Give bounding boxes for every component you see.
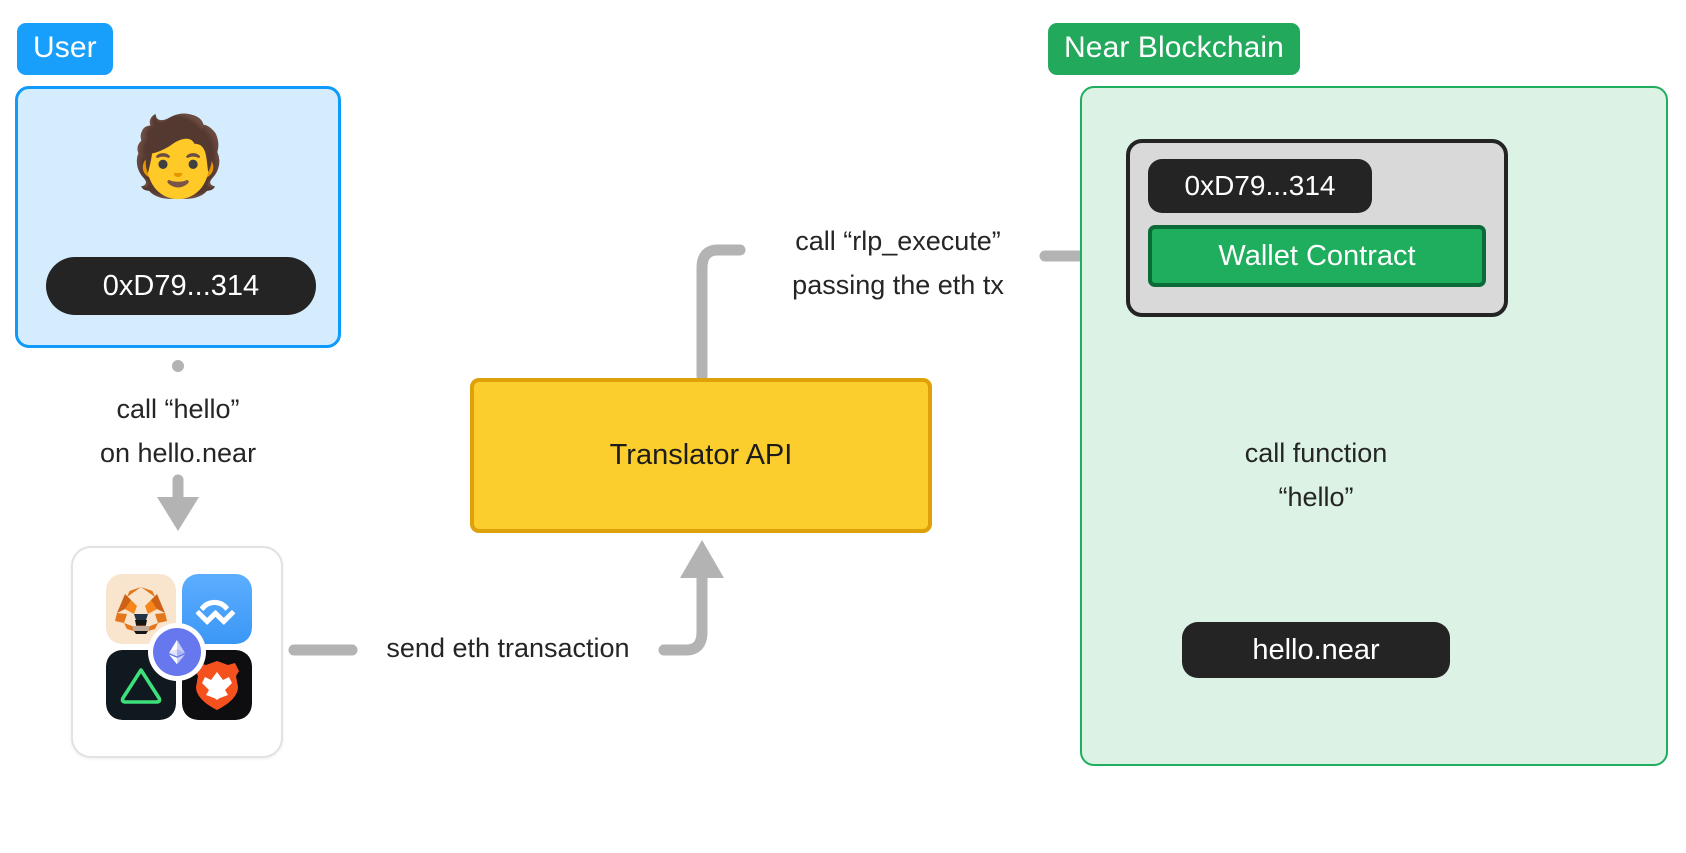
- flow-label-call-hello: call “hello” on hello.near: [100, 388, 256, 475]
- flow-label-call-function-line2: “hello”: [1278, 481, 1354, 512]
- user-group-panel: 🧑 0xD79...314: [15, 86, 341, 348]
- flow-label-rlp-execute-line1: call “rlp_execute”: [795, 226, 1001, 256]
- wallet-contract-button[interactable]: Wallet Contract: [1148, 225, 1486, 287]
- walletconnect-icon[interactable]: [182, 574, 252, 644]
- wallet-contract-label: Wallet Contract: [1218, 239, 1416, 272]
- person-emoji: 🧑: [129, 112, 227, 200]
- user-address-pill: 0xD79...314: [46, 257, 316, 315]
- flow-label-send-eth-transaction: send eth transaction: [386, 633, 630, 663]
- translator-api-label: Translator API: [609, 439, 793, 471]
- metamask-icon[interactable]: [106, 574, 176, 644]
- contract-address-pill: 0xD79...314: [1148, 159, 1372, 213]
- ethereum-icon-circle: [153, 628, 201, 676]
- user-group-badge: User: [17, 23, 113, 75]
- flow-label-rlp-execute: call “rlp_execute” passing the eth tx: [792, 220, 1004, 307]
- user-to-wallet-dot: [172, 360, 184, 372]
- ethereum-icon: [148, 623, 206, 681]
- flow-label-call-function-line1: call function: [1244, 438, 1388, 468]
- flow-label-rlp-execute-line2: passing the eth tx: [792, 269, 1004, 300]
- wallet-contract-card: 0xD79...314 Wallet Contract: [1126, 139, 1508, 317]
- hello-near-contract-pill: hello.near: [1182, 622, 1450, 678]
- flow-label-call-function: call function “hello”: [1245, 432, 1388, 519]
- flow-label-call-hello-line2: on hello.near: [99, 437, 257, 468]
- near-blockchain-group-badge: Near Blockchain: [1048, 23, 1300, 75]
- flow-label-call-hello-line1: call “hello”: [116, 394, 240, 424]
- arrow-user-to-wallet: [157, 474, 199, 531]
- translator-api-box[interactable]: Translator API: [470, 378, 932, 533]
- wallet-options-panel[interactable]: [71, 546, 283, 758]
